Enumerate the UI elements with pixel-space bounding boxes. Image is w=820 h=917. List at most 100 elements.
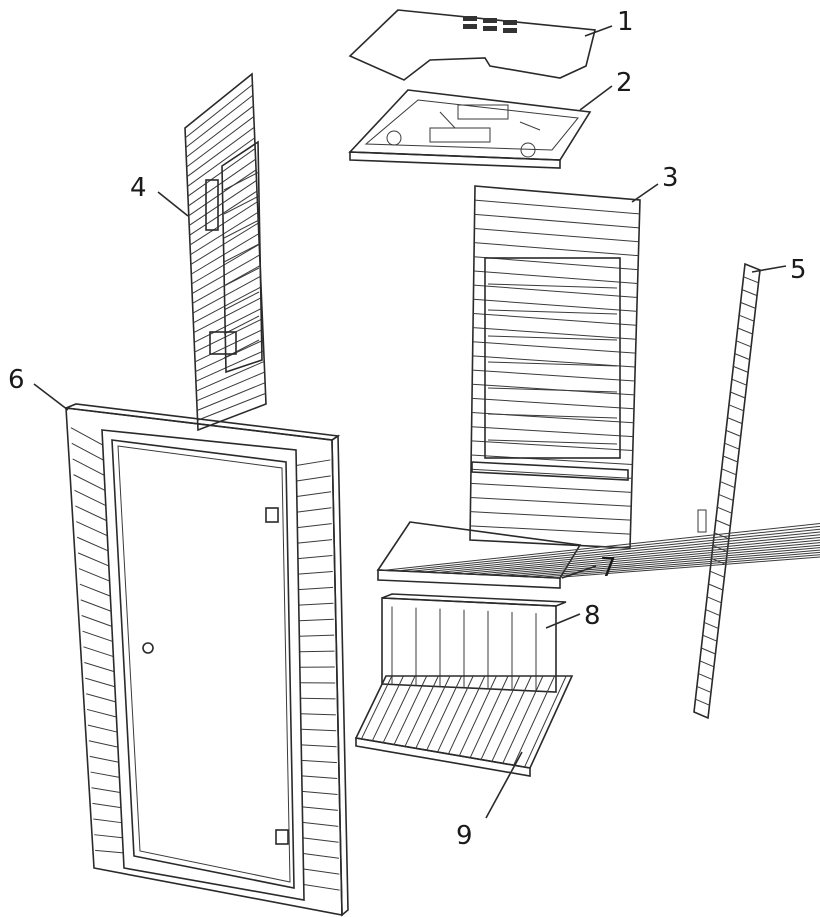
slat-line — [194, 318, 263, 353]
slat-line — [86, 693, 116, 703]
heater-bar — [223, 195, 260, 215]
slat-line — [301, 744, 337, 748]
slat-line — [86, 708, 117, 718]
left-wall-heater-bars — [223, 171, 260, 359]
slat-line — [470, 511, 631, 521]
heater-bar — [223, 315, 260, 335]
slat-line — [470, 482, 632, 493]
slat-line — [297, 555, 333, 560]
slat-line — [471, 426, 634, 438]
door-frame-slats-right — [296, 459, 340, 891]
slat-line — [470, 468, 633, 479]
slat-line — [70, 427, 103, 446]
slat-line — [196, 382, 266, 411]
slat-line — [89, 755, 119, 763]
slat-line — [715, 519, 731, 527]
slat-line — [718, 493, 734, 501]
slat-line — [740, 301, 756, 309]
slat-line — [699, 660, 715, 668]
slat-line — [190, 222, 259, 265]
slat-line — [474, 199, 640, 215]
slat-line — [733, 365, 749, 373]
slat-line — [734, 353, 750, 361]
slat-line — [296, 491, 332, 498]
slat-line — [472, 355, 636, 368]
slat-line — [705, 609, 721, 617]
slat-line — [480, 675, 521, 760]
slat-line — [302, 821, 339, 827]
slat-line — [303, 868, 340, 875]
slat-line — [743, 276, 759, 284]
slat-line — [731, 378, 747, 386]
slat-line — [298, 586, 334, 591]
slat-line — [93, 818, 122, 824]
part-1-roof-cover — [348, 9, 597, 81]
slat-line — [738, 314, 755, 322]
slat-line — [491, 675, 532, 762]
callout-7: 7 — [600, 553, 617, 583]
slat-line — [371, 675, 404, 742]
slat-line — [82, 630, 113, 642]
leader-lines — [33, 25, 787, 819]
slat-line — [94, 834, 123, 839]
slat-line — [360, 675, 393, 740]
slat-line — [73, 474, 106, 491]
door-handle — [142, 642, 154, 654]
part-8-bench-front — [381, 593, 567, 693]
callout-5: 5 — [790, 255, 807, 285]
slat-line — [92, 802, 122, 809]
slat-line — [704, 621, 719, 629]
slat-line — [195, 350, 264, 382]
slat-line — [196, 360, 265, 392]
slat-line — [79, 583, 111, 597]
glass-door — [111, 439, 295, 889]
heater-bar — [223, 219, 260, 239]
slat-line — [76, 521, 108, 537]
slat-line — [472, 369, 635, 382]
slat-line — [724, 442, 740, 450]
heater-bar — [223, 291, 260, 311]
door-frame-slats-left — [70, 427, 124, 854]
slat-line — [299, 618, 334, 622]
slat-line — [471, 440, 633, 452]
slat-line — [415, 675, 451, 749]
slat-line — [513, 675, 556, 766]
slat-line — [474, 213, 640, 229]
heater-bar — [487, 335, 618, 341]
heater-panel-bars — [487, 283, 618, 445]
bench-seat-slats — [384, 522, 820, 579]
slat-line — [78, 568, 110, 582]
slat-line — [553, 556, 820, 579]
heater-bar — [487, 413, 618, 419]
slat-line — [191, 243, 260, 285]
slat-line — [474, 227, 639, 243]
bench-front-bars — [391, 606, 537, 692]
slat-line — [298, 570, 333, 575]
slat-line — [423, 531, 820, 573]
slat-line — [95, 849, 124, 854]
slat-line — [727, 417, 743, 425]
callout-numbers: 1 2 3 4 5 6 7 8 9 — [8, 7, 807, 851]
slat-line — [698, 673, 713, 681]
slat-line — [185, 94, 254, 148]
slat-line — [540, 554, 820, 578]
slat-line — [80, 599, 112, 612]
slat-line — [186, 116, 255, 168]
slat-line — [730, 391, 746, 399]
callout-2: 2 — [616, 68, 633, 98]
slat-line — [501, 547, 820, 576]
slat-line — [473, 256, 639, 271]
slat-line — [471, 454, 633, 465]
slat-line — [447, 675, 486, 755]
slat-line — [741, 289, 758, 297]
slat-line — [197, 392, 266, 421]
slat-line — [472, 327, 637, 340]
slat-line — [714, 532, 729, 540]
slat-line — [404, 675, 439, 747]
slat-line — [83, 646, 114, 658]
part-7-bench-seat — [376, 521, 820, 589]
callout-4: 4 — [130, 173, 147, 203]
left-wall-slats — [185, 84, 266, 421]
slat-line — [75, 505, 107, 522]
slat-line — [725, 429, 741, 437]
